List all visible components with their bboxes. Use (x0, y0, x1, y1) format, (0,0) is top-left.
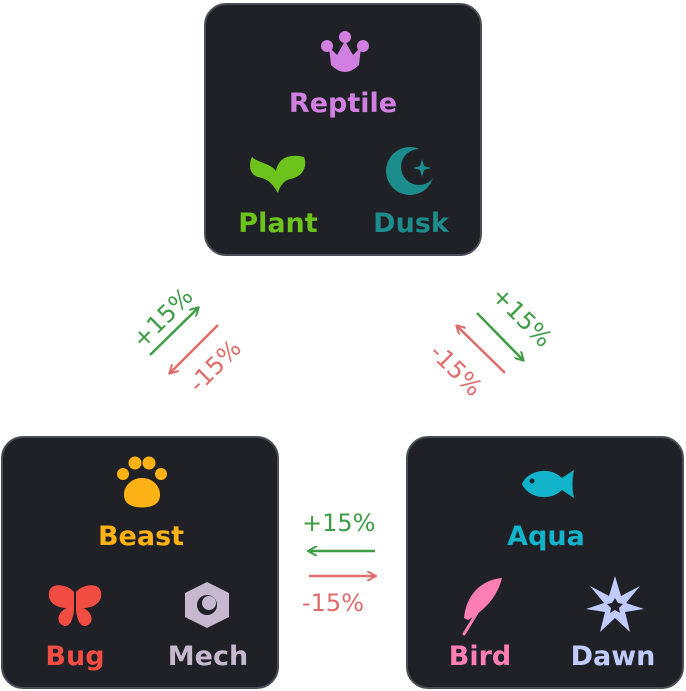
aqua-label: Aqua (507, 521, 585, 552)
minus-label-bottom: -15% (302, 589, 365, 617)
mech-label: Mech (167, 641, 249, 672)
arrow-plus-top-right (476, 312, 523, 360)
fish-icon (522, 470, 574, 498)
arrow-minus-top-left (170, 324, 219, 373)
beast-label: Beast (97, 521, 185, 552)
plus-label-bottom: +15% (302, 509, 376, 537)
bird-label: Bird (448, 641, 512, 672)
crown-icon (321, 31, 369, 72)
paw-icon (117, 456, 167, 508)
hex-nut-icon (185, 582, 229, 628)
reptile-label: Reptile (288, 88, 398, 119)
butterfly-icon (48, 585, 102, 626)
dawn-label: Dawn (570, 641, 656, 672)
arrow-plus-top-left (149, 308, 198, 356)
leaf-icon (250, 155, 306, 193)
bug-label: Bug (45, 641, 105, 672)
feather-icon (462, 578, 502, 636)
reptile-group-card: Reptile Plant Dusk (204, 3, 482, 256)
beast-group-card: Beast Bug Mech (1, 436, 279, 689)
moon-star-icon (386, 147, 436, 195)
sparkle-star-icon (586, 576, 644, 632)
aqua-group-card: Aqua Bird Dawn (406, 436, 684, 689)
arrow-minus-top-right (457, 326, 506, 374)
plant-label: Plant (238, 208, 318, 239)
dusk-label: Dusk (373, 208, 449, 239)
